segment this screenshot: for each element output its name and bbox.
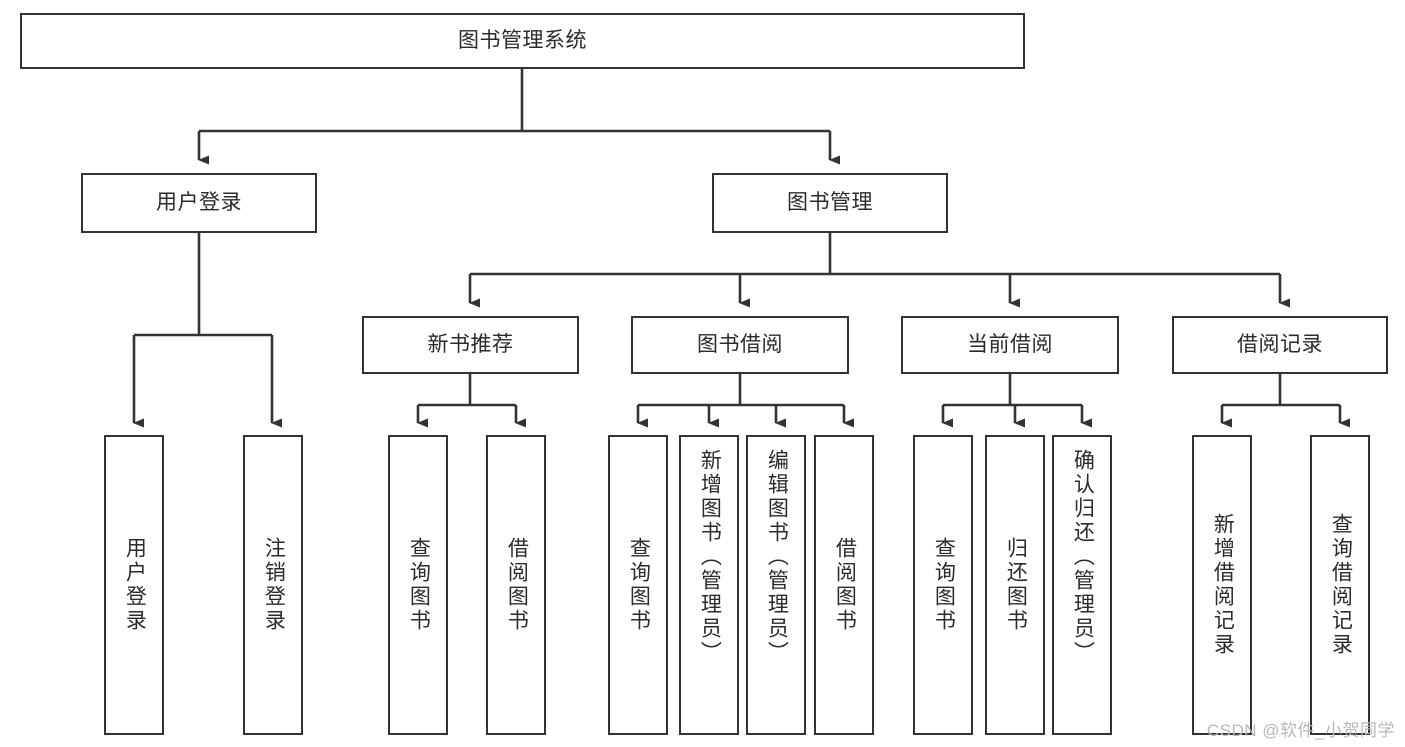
node-root[interactable]: 图书管理系统 <box>20 13 1025 69</box>
node-borrow-record-label: 借阅记录 <box>1237 332 1323 356</box>
node-leaf-borrow-book-1[interactable]: 借阅图书 <box>486 435 546 735</box>
node-leaf-query-book-3-label: 查询图书 <box>932 537 956 633</box>
node-leaf-return-book-label: 归还图书 <box>1004 537 1028 633</box>
node-leaf-query-book-1[interactable]: 查询图书 <box>388 435 448 735</box>
node-leaf-add-book[interactable]: 新增图书（管理员） <box>679 435 739 735</box>
node-leaf-add-record-label: 新增借阅记录 <box>1211 513 1235 657</box>
node-leaf-confirm-return-label: 确认归还（管理员） <box>1071 449 1095 665</box>
node-user-login-label: 用户登录 <box>156 190 242 214</box>
node-leaf-user-logout-label: 注销登录 <box>262 537 286 633</box>
node-leaf-query-record[interactable]: 查询借阅记录 <box>1310 435 1370 735</box>
node-new-book-recommend[interactable]: 新书推荐 <box>362 316 579 374</box>
node-leaf-borrow-book-1-label: 借阅图书 <box>505 537 529 633</box>
node-book-borrow-label: 图书借阅 <box>697 332 783 356</box>
node-leaf-confirm-return[interactable]: 确认归还（管理员） <box>1052 435 1112 735</box>
node-book-borrow[interactable]: 图书借阅 <box>631 316 849 374</box>
new-book-recommend-to-leaves-connectors <box>416 374 526 428</box>
book-manage-to-level3-connectors <box>468 233 1290 308</box>
node-book-manage[interactable]: 图书管理 <box>712 173 948 233</box>
node-leaf-user-login[interactable]: 用户登录 <box>104 435 164 735</box>
node-leaf-query-book-2[interactable]: 查询图书 <box>608 435 668 735</box>
node-leaf-borrow-book-2-label: 借阅图书 <box>833 537 857 633</box>
node-leaf-query-book-3[interactable]: 查询图书 <box>913 435 973 735</box>
node-leaf-add-book-label: 新增图书（管理员） <box>698 449 722 665</box>
node-root-label: 图书管理系统 <box>458 28 587 52</box>
node-leaf-user-logout[interactable]: 注销登录 <box>243 435 303 735</box>
borrow-record-to-leaves-connectors <box>1220 374 1350 428</box>
root-to-level2-connectors <box>197 69 840 165</box>
book-borrow-to-leaves-connectors <box>636 374 854 428</box>
node-leaf-edit-book-label: 编辑图书（管理员） <box>765 449 789 665</box>
node-borrow-record[interactable]: 借阅记录 <box>1172 316 1388 374</box>
node-current-borrow[interactable]: 当前借阅 <box>901 316 1119 374</box>
node-leaf-add-record[interactable]: 新增借阅记录 <box>1192 435 1252 735</box>
node-leaf-user-login-label: 用户登录 <box>123 537 147 633</box>
node-book-manage-label: 图书管理 <box>787 190 873 214</box>
user-login-to-leaves-connectors <box>132 233 282 428</box>
current-borrow-to-leaves-connectors <box>941 374 1092 428</box>
node-leaf-query-book-2-label: 查询图书 <box>627 537 651 633</box>
node-leaf-edit-book[interactable]: 编辑图书（管理员） <box>746 435 806 735</box>
node-leaf-return-book[interactable]: 归还图书 <box>985 435 1045 735</box>
node-user-login[interactable]: 用户登录 <box>81 173 317 233</box>
node-leaf-borrow-book-2[interactable]: 借阅图书 <box>814 435 874 735</box>
node-leaf-query-record-label: 查询借阅记录 <box>1329 513 1353 657</box>
node-new-book-recommend-label: 新书推荐 <box>427 332 514 356</box>
node-leaf-query-book-1-label: 查询图书 <box>407 537 431 633</box>
node-current-borrow-label: 当前借阅 <box>967 332 1053 356</box>
